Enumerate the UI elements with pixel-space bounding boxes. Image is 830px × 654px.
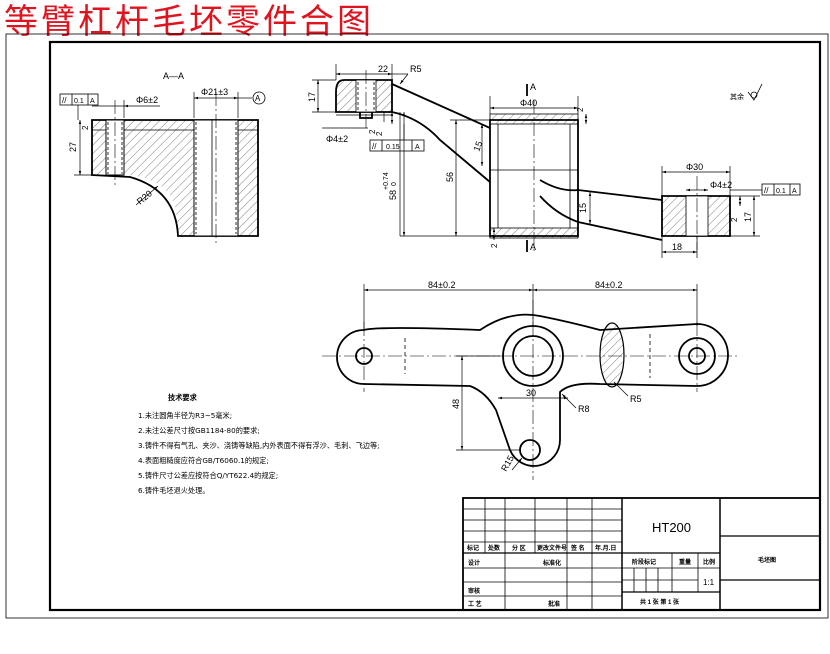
tb-material: HT200 [652,520,691,535]
front-view: 22 R5 17 Φ4±2 2 2 // 0.15 A A A Φ40 2 15 [307,64,801,258]
dim-d4b: Φ4±2 [710,180,732,190]
tb-mark: 标记 [466,544,479,552]
dim-two-b: 2 [368,129,377,134]
svg-text://: // [372,142,377,151]
geo-right: 0.1 [776,188,786,195]
title-block: 标记 处数 分 区 更改文件号 签 名 年.月.日 设计 标准化 审核 工 艺 … [462,497,821,611]
geo-left: 0.1 [74,98,84,105]
plan-view: 84±0.2 84±0.2 30 48 R8 R5 R15 [322,280,740,480]
dim-h17: 17 [307,92,317,102]
svg-text://: // [764,186,769,195]
section-mark-bottom: A [530,242,536,252]
tb-stage: 阶段标记 [632,558,656,566]
dim-r5: R5 [410,64,422,74]
dim-h15: 15 [471,140,484,153]
tb-count: 处数 [487,544,501,552]
tb-review: 审核 [468,587,480,595]
surface-note: 其余 [730,92,744,101]
tb-scale: 1:1 [703,578,715,587]
geo-right-datum: A [792,188,797,195]
note-4: 4.表面粗糙度应符合GB/T6060.1的规定; [138,456,269,465]
tb-sheets: 共 1 张 第 1 张 [640,598,680,606]
dim-top-small: 2 [81,125,90,130]
notes-heading: 技术要求 [168,393,198,402]
dim-two-e: 2 [730,217,739,222]
dim-height: 27 [68,142,78,152]
note-3: 3.铸件不得有气孔、夹沙、浇铸等缺陷,内外表面不得有浮沙、毛刺、飞边等; [138,441,380,450]
dim-radius: R20 [135,188,154,206]
dim-h48: 48 [451,399,461,409]
technical-notes: 技术要求 1.未注圆角半径为R3~5毫米; 2.未注公差尺寸按GB1184-80… [138,393,380,495]
dim-d-left: Φ6±2 [136,95,158,105]
tb-zone: 分 区 [512,544,526,552]
section-mark-top: A [530,82,536,92]
tb-approve: 批准 [548,600,560,608]
dim-h58: 58 [388,190,398,200]
tb-std: 标准化 [542,559,561,567]
dim-d30: Φ30 [686,162,703,172]
tb-part-name: 毛坯图 [758,556,776,564]
tb-sign: 签 名 [570,544,585,552]
geo-front-datum: A [415,144,420,151]
page-title: 等臂杠杆毛坯零件合图 [4,2,374,42]
dim-w18: 18 [672,242,682,252]
dim-two-d: 2 [490,243,499,248]
tb-design: 设计 [468,559,480,567]
tb-docno: 更改文件号 [537,544,567,552]
section-label: A—A [163,71,184,81]
svg-text://: // [62,96,67,105]
note-1: 1.未注圆角半径为R3~5毫米; [138,411,232,420]
datum-circle: A [255,94,261,103]
geo-front: 0.15 [386,144,400,151]
dim-two-c: 2 [576,107,585,112]
tb-process: 工 艺 [468,600,482,608]
note-2: 2.未注公差尺寸按GB1184-80的要求; [138,426,260,435]
tb-date: 年.月.日 [595,544,616,552]
dim-right84: 84±0.2 [595,280,622,290]
dim-r8: R8 [578,404,590,414]
tb-ratio: 比例 [703,558,715,566]
dim-h56: 56 [445,172,455,182]
dim-w22: 22 [378,64,388,74]
dim-h58-tol: +0.74 [383,172,390,190]
note-5: 5.铸件尺寸公差应按符合Q/YT622.4的规定; [138,471,278,480]
dim-d4: Φ4±2 [326,134,348,144]
dim-d-center: Φ21±3 [201,87,228,97]
dim-r5-plan: R5 [630,394,642,404]
dim-h17b: 17 [743,212,753,222]
geo-left-datum: A [90,98,95,105]
note-6: 6.铸件毛坯退火处理。 [138,486,210,495]
dim-d40: Φ40 [520,98,537,108]
dim-h15b: 15 [578,203,588,213]
dim-two-a: 2 [375,131,384,136]
dim-left84: 84±0.2 [428,280,455,290]
outer-border [5,33,829,619]
dim-w30: 30 [526,388,536,398]
inner-border [48,40,822,612]
dim-h58-tol-low: 0 [391,182,398,186]
tb-weight: 重量 [679,558,691,566]
section-view: A—A Φ6±2 Φ21±3 A // 0.1 A [59,71,266,246]
